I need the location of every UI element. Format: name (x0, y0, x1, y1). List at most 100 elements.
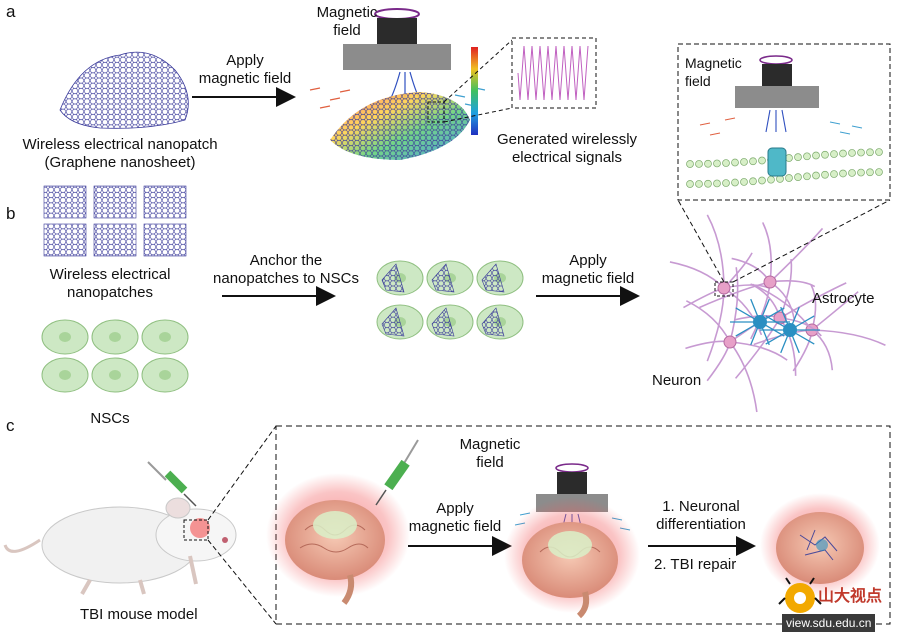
lipid-head (695, 180, 703, 188)
lipid-head (812, 171, 820, 180)
neural-network (669, 214, 886, 413)
generated-signals-label: Generated wirelessly electrical signals (496, 131, 638, 166)
lipid-head (704, 179, 712, 188)
neuron-soma (723, 335, 737, 349)
lipid-head (848, 149, 856, 157)
nsc-cell-nucleus (59, 370, 71, 380)
stimulated-graphene-mesh (330, 92, 470, 160)
lipid-head (731, 158, 739, 167)
zoom-box-a (427, 101, 445, 123)
zoom-box-c (183, 519, 209, 541)
lipid-head (803, 172, 811, 181)
lipid-head (821, 170, 829, 179)
lipid-head (785, 154, 793, 162)
field-lines-inset (699, 109, 863, 136)
mouse-illustration (3, 497, 237, 595)
brain-after (760, 493, 880, 597)
watermark-url: view.sdu.edu.cn (782, 614, 876, 632)
lipid-head (686, 160, 694, 168)
neurite (779, 282, 847, 319)
neurite (769, 227, 824, 283)
neurite (706, 214, 725, 289)
neurite (683, 287, 725, 309)
lipid-head (830, 170, 838, 178)
nanopatches-label: Wireless electrical nanopatches (49, 266, 171, 301)
zoom-line-2 (443, 107, 513, 123)
lipid-head (704, 159, 712, 168)
nsc-cell-nucleus (159, 332, 171, 342)
nanopatch (93, 223, 137, 257)
lipid-head (722, 159, 730, 167)
lipid-head (731, 178, 739, 187)
neurite (669, 261, 725, 289)
nsc-cell-nucleus (109, 332, 121, 342)
neurite (729, 341, 758, 413)
neuron-soma (763, 275, 777, 289)
magnetic-field-label-c: Magnetic field (459, 436, 521, 471)
neurite (729, 341, 788, 361)
lipid-head (758, 156, 766, 165)
nanopatch (43, 185, 87, 219)
apply-field-label-b: Apply magnetic field (541, 252, 635, 287)
anchored-nanopatch (431, 307, 455, 337)
neurite (792, 329, 813, 372)
nsc-cell-nucleus (109, 370, 121, 380)
nsc-cell-nucleus (59, 332, 71, 342)
lipid-head (794, 153, 802, 161)
zoom-line-6 (207, 539, 277, 625)
lipid-head (749, 157, 757, 166)
graphene-nanosheet (59, 51, 189, 129)
lipid-head (686, 180, 694, 188)
neurite (706, 341, 731, 382)
lipid-head (839, 149, 847, 158)
neurite (761, 222, 772, 283)
zoom-line-1 (443, 39, 513, 103)
magnet-inset (735, 55, 819, 108)
lipid-head (875, 148, 883, 156)
lipid-head (722, 179, 730, 187)
lipid-head (848, 169, 856, 177)
lipid-head (812, 151, 820, 160)
apply-field-label-c: Apply magnetic field (408, 500, 502, 535)
lipid-head (758, 176, 766, 185)
panel-b-label: b (6, 204, 16, 223)
nanopatch-label: Wireless electrical nanopatch (Graphene … (22, 136, 218, 171)
lipid-head (713, 179, 721, 188)
astrocyte-soma (783, 323, 797, 337)
nscs-label: NSCs (90, 410, 130, 427)
electrical-signal-wave (517, 45, 589, 101)
anchored-nanopatch (481, 263, 505, 293)
brain-during (504, 497, 640, 619)
mouse-model-label: TBI mouse model (80, 606, 198, 623)
anchored-nanopatch (381, 263, 405, 293)
lipid-head (785, 174, 793, 182)
neuronal-differentiation-label: 1. Neuronal differentiation (656, 498, 746, 533)
astrocyte-label: Astrocyte (812, 290, 875, 307)
neurite (811, 329, 834, 371)
anchored-nanopatch (381, 307, 405, 337)
watermark-logo (778, 577, 822, 613)
nanopatch-grid (43, 185, 187, 257)
lipid-head (830, 150, 838, 158)
tbi-repair-label: 2. TBI repair (654, 556, 737, 573)
neurite (769, 280, 816, 288)
nanopatch (93, 185, 137, 219)
neurite (685, 340, 731, 350)
lipid-head (767, 175, 775, 184)
lipid-head (866, 148, 874, 157)
lipid-head (695, 160, 703, 168)
anchor-label: Anchor the nanopatches to NSCs (213, 252, 359, 287)
ion-channel-icon (767, 147, 787, 177)
neurite (723, 284, 770, 289)
nanopatch (143, 223, 187, 257)
neuron-soma (717, 281, 731, 295)
lipid-head (875, 168, 883, 176)
neurite (729, 267, 739, 343)
magnet-a (343, 8, 451, 70)
colorbar (471, 47, 478, 135)
panel-c-label: c (6, 416, 15, 435)
lipid-head (839, 169, 847, 178)
magnetic-field-label-a: Magnetic field (316, 4, 378, 39)
syringe-icon-brain (375, 439, 419, 506)
